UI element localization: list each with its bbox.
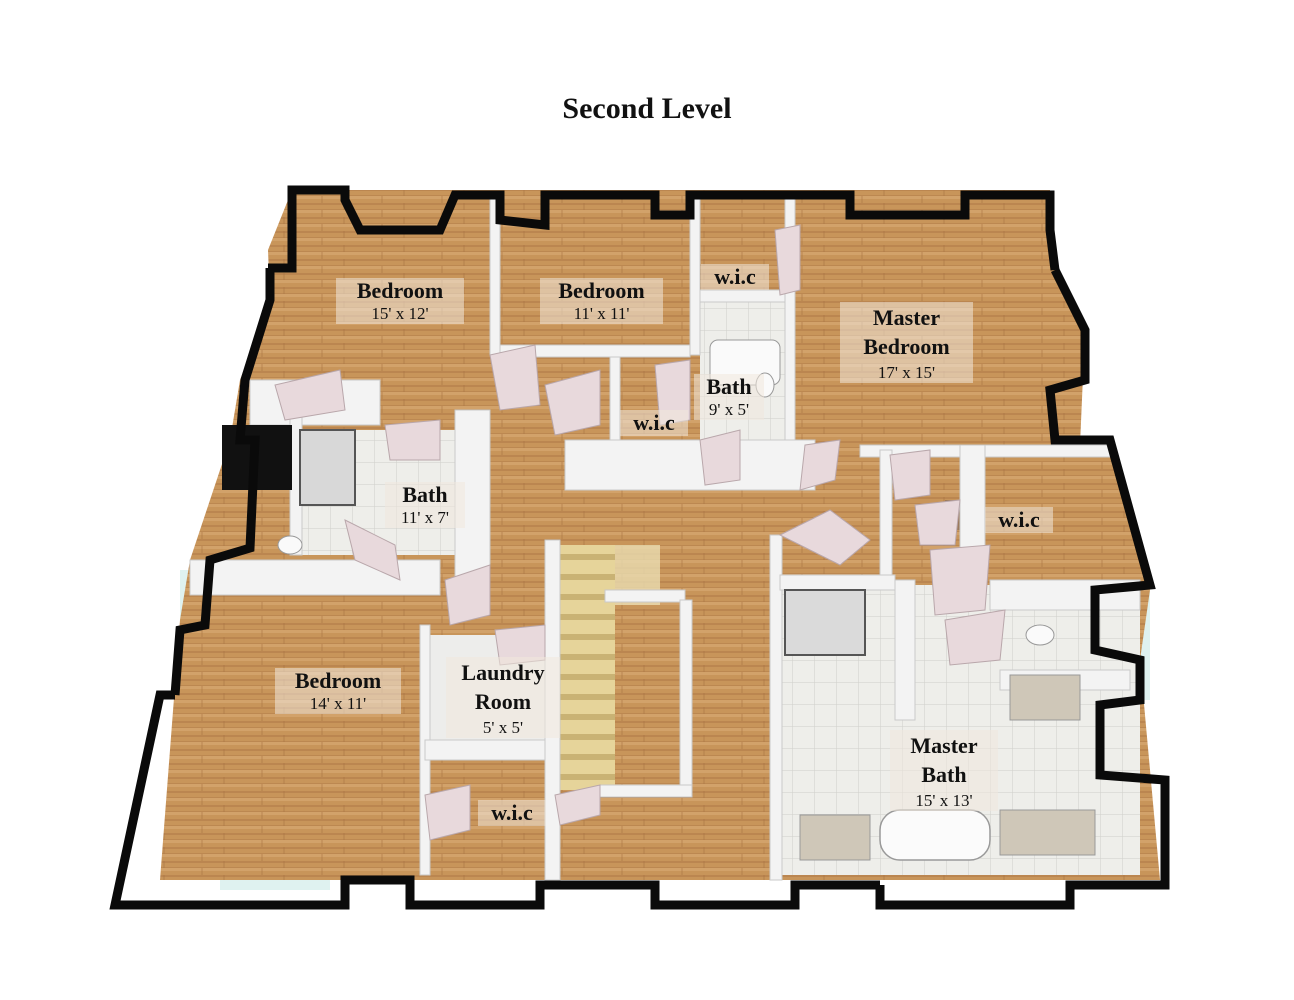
door	[384, 419, 441, 461]
room-label-master-bedroom: Master Bedroom 17' x 15'	[840, 302, 973, 384]
door	[444, 564, 491, 626]
vanity-side	[1009, 674, 1081, 721]
door	[929, 544, 991, 616]
room-label-wic-center: w.i.c	[620, 410, 688, 436]
exterior-walls	[109, 185, 1170, 910]
vanity-right	[999, 809, 1096, 856]
room-label-bedroom-sw: Bedroom 14' x 11'	[275, 668, 401, 714]
door	[944, 609, 1006, 666]
vanity-left	[799, 814, 871, 861]
door	[778, 509, 871, 566]
room-label-bath-n: Bath 9' x 5'	[694, 374, 764, 420]
room-label-wic-e: w.i.c	[985, 507, 1053, 533]
toilet-w	[277, 535, 303, 555]
door	[914, 499, 961, 546]
door	[699, 429, 741, 486]
interior-walls	[189, 194, 1141, 881]
door	[889, 449, 931, 501]
wall-right	[875, 267, 1170, 910]
room-label-laundry: Laundry Room 5' x 5'	[446, 657, 560, 739]
wall-top	[268, 185, 1060, 273]
door	[799, 439, 841, 491]
toilet-master	[1025, 624, 1055, 646]
room-label-bath-w: Bath 11' x 7'	[385, 482, 465, 528]
door	[554, 784, 601, 826]
door	[424, 784, 471, 841]
door	[274, 369, 346, 421]
plan-title: Second Level	[562, 92, 732, 125]
doors	[274, 224, 1006, 841]
door	[774, 224, 801, 296]
room-label-bedroom-n: Bedroom 11' x 11'	[540, 278, 663, 324]
door	[544, 369, 601, 436]
door	[654, 359, 691, 426]
room-label-wic-n: w.i.c	[701, 264, 769, 290]
room-label-wic-s: w.i.c	[478, 800, 546, 826]
stair-treads	[560, 545, 615, 790]
wall-left	[170, 268, 275, 696]
door	[489, 344, 541, 411]
staircase	[560, 545, 660, 790]
room-label-master-bath: Master Bath 15' x 13'	[890, 730, 998, 812]
tub-master	[879, 809, 991, 861]
door	[344, 519, 401, 581]
shower-w	[299, 429, 356, 506]
wall-bottom	[109, 690, 880, 910]
shower-master	[784, 589, 866, 656]
room-label-bedroom-nw: Bedroom 15' x 12'	[336, 278, 464, 324]
